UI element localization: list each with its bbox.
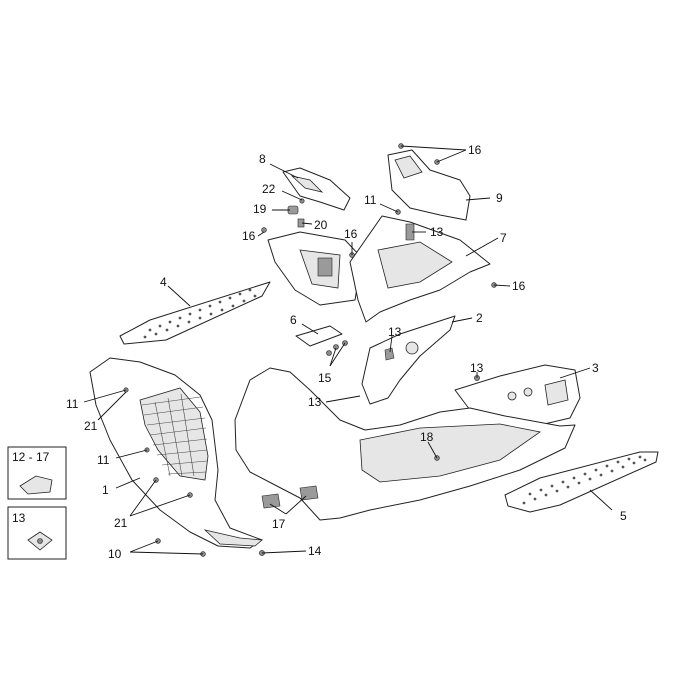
callout-2: 2 <box>476 311 483 325</box>
callout-21-lower: 21 <box>114 516 128 530</box>
callout-19: 19 <box>253 202 267 216</box>
callout-11-left-lower: 11 <box>97 453 110 467</box>
callout-16-top: 16 <box>468 143 482 157</box>
part-1-front-shield <box>89 357 263 549</box>
callout-13-center: 13 <box>388 325 402 339</box>
callout-8: 8 <box>259 152 266 166</box>
callout-11-left-upper: 11 <box>66 397 79 411</box>
leader-lines <box>83 145 613 555</box>
legend-clip-label: 13 <box>12 511 26 525</box>
callout-labels: 8 22 19 20 16 16 9 11 13 16 7 16 4 6 15 … <box>66 143 627 561</box>
callout-14: 14 <box>308 544 322 558</box>
callout-4: 4 <box>160 275 167 289</box>
legend-kit-label: 12 - 17 <box>12 450 50 464</box>
callout-10: 10 <box>108 547 122 561</box>
callout-18: 18 <box>420 430 434 444</box>
inner-storage-box <box>267 231 363 306</box>
part-4-left-mat <box>119 281 271 345</box>
callout-9: 9 <box>496 191 503 205</box>
callout-21-upper: 21 <box>84 419 98 433</box>
callout-1: 1 <box>102 483 109 497</box>
callout-15: 15 <box>318 371 332 385</box>
main-floor-body <box>234 367 576 521</box>
callout-13-top: 13 <box>430 225 444 239</box>
part-7-inner-panel <box>349 215 491 323</box>
callout-16-left: 16 <box>242 229 256 243</box>
callout-5: 5 <box>620 509 627 523</box>
callout-11-top: 11 <box>364 193 377 207</box>
callout-17: 17 <box>272 517 286 531</box>
legend-kit-12-17: 12 - 17 <box>7 446 67 500</box>
callout-22: 22 <box>262 182 276 196</box>
part-2-center-tunnel <box>361 315 456 405</box>
callout-7: 7 <box>500 231 507 245</box>
callout-16-right: 16 <box>512 279 526 293</box>
legend-clip-13: 13 <box>7 506 67 560</box>
callout-13-right: 13 <box>470 361 484 375</box>
callout-16-center: 16 <box>344 227 358 241</box>
part-6-plate <box>295 325 348 356</box>
part-9-top-cover <box>387 149 471 221</box>
callout-20: 20 <box>314 218 328 232</box>
callout-13-lower: 13 <box>308 395 322 409</box>
part-8-upper-bracket <box>282 167 351 211</box>
callout-6: 6 <box>290 313 297 327</box>
callout-3: 3 <box>592 361 599 375</box>
part-3-right-floor-panel <box>454 364 581 426</box>
part-5-right-mat <box>504 451 659 513</box>
parts-19-20-22-fasteners <box>287 198 305 228</box>
